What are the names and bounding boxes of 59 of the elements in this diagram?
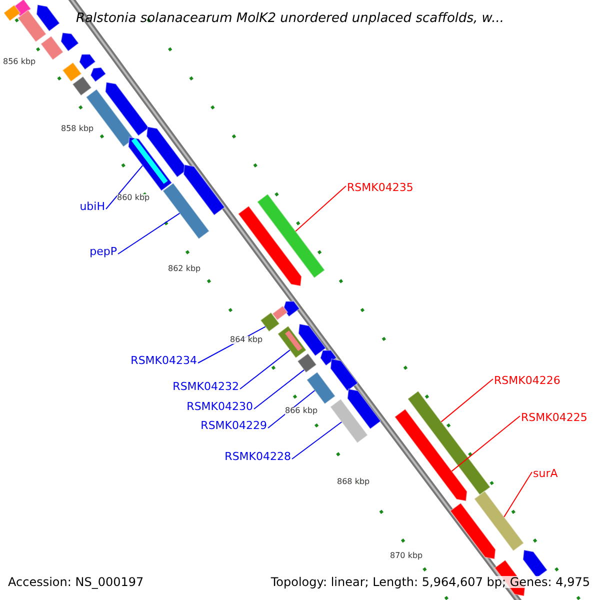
- gene-bar: [306, 371, 336, 405]
- leader-line: [254, 369, 305, 410]
- gene-label: RSMK04228: [224, 451, 291, 462]
- gene-block: [128, 136, 172, 192]
- scale-label: 860 kbp: [117, 194, 150, 202]
- scale-label: 862 kbp: [168, 265, 201, 273]
- gene-bar: [162, 182, 210, 240]
- gene-label: RSMK04226: [494, 375, 560, 386]
- gene-label: ubiH: [80, 201, 105, 212]
- gene-bar: [256, 193, 326, 279]
- gene-block: [60, 32, 80, 52]
- leader-line: [451, 416, 520, 472]
- gene-bar: [296, 352, 318, 374]
- gene-bar: [17, 9, 47, 43]
- gene-label: RSMK04225: [521, 412, 588, 423]
- gene-block: [298, 323, 326, 357]
- footer-text: Topology: linear; Length: 5,964,607 bp; Genes: 4,975: [270, 576, 590, 588]
- gene-label: RSMK04234: [130, 355, 197, 366]
- gene-block: [238, 205, 302, 287]
- scale-label: 870 kbp: [390, 552, 423, 560]
- leader-line: [504, 472, 532, 518]
- gene-block: [78, 54, 96, 70]
- gene-label: pepP: [90, 246, 117, 257]
- gene-bar: [407, 390, 491, 496]
- gene-label: RSMK04232: [172, 381, 239, 392]
- leader-line: [118, 212, 180, 254]
- scale-label: 868 kbp: [337, 478, 370, 486]
- gene-block: [183, 164, 226, 216]
- gene-block: [36, 4, 60, 32]
- gene-block: [394, 408, 468, 502]
- gene-label: RSMK04229: [200, 420, 267, 431]
- gene-block: [330, 358, 358, 392]
- gene-block: [346, 388, 382, 430]
- title: Ralstonia solanacearum MolK2 unordered unplaced scaffolds, w...: [76, 12, 504, 25]
- footer-text: Accession: NS_000197: [8, 576, 144, 588]
- gene-label: RSMK04230: [186, 401, 253, 412]
- leader-line: [440, 378, 494, 422]
- gene-block: [522, 549, 548, 579]
- gene-bar: [62, 62, 82, 82]
- gene-block: [450, 502, 496, 560]
- gene-block: [90, 66, 106, 82]
- leader-line: [295, 186, 346, 232]
- scale-label: 864 kbp: [230, 336, 263, 344]
- gene-label: surA: [533, 468, 558, 479]
- scale-label: 856 kbp: [3, 58, 36, 66]
- gene-bar: [330, 398, 368, 444]
- leader-line: [240, 350, 290, 390]
- gene-bar: [474, 490, 524, 552]
- gene-label: RSMK04235: [347, 182, 414, 193]
- leader-line: [292, 422, 342, 460]
- gene-bar: [3, 4, 21, 22]
- leader-line: [106, 165, 144, 210]
- gene-bar: [277, 325, 307, 359]
- gene-bar: [40, 35, 64, 61]
- gene-bar: [260, 312, 280, 332]
- scale-label: 866 kbp: [285, 407, 318, 415]
- gene-bar: [72, 76, 92, 96]
- gene-block: [104, 82, 150, 136]
- scale-label: 858 kbp: [61, 125, 94, 133]
